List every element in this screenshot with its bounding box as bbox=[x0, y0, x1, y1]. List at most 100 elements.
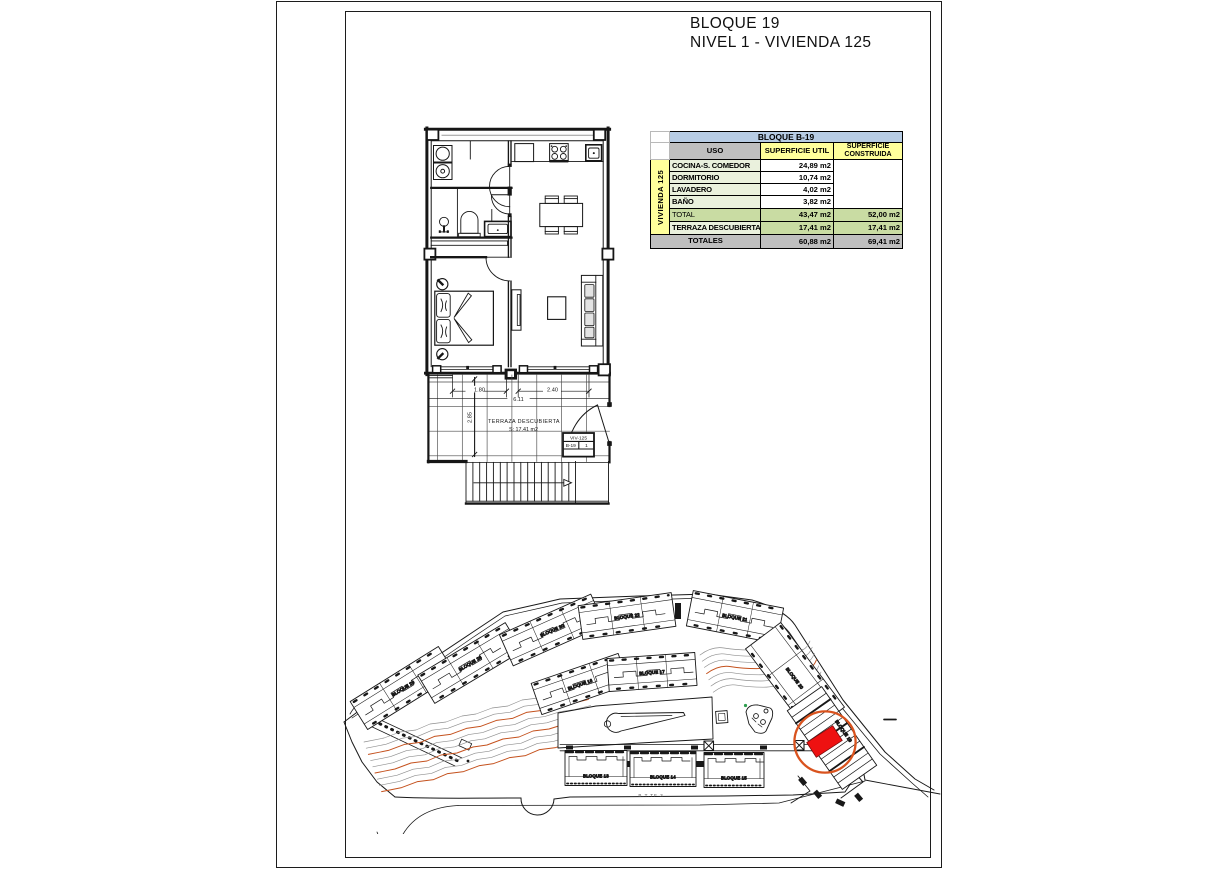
dining-set bbox=[539, 195, 584, 235]
site-block: BLOQUE 14 bbox=[629, 751, 697, 787]
footer-label: TOTALES bbox=[650, 233, 761, 249]
kitchen-fixtures bbox=[511, 143, 604, 163]
row-util-0: 24,89 m2 bbox=[760, 158, 834, 173]
site-block: BLOQUE 13 bbox=[564, 750, 628, 786]
dim-right: 2.40 bbox=[547, 388, 558, 394]
terrace-name: TERRAZA DESCUBIERTA bbox=[488, 419, 560, 425]
stair-arrow bbox=[473, 478, 573, 487]
pool bbox=[605, 712, 686, 733]
title-line-2: NIVEL 1 - VIVIENDA 125 bbox=[690, 33, 872, 51]
door-swings bbox=[485, 165, 511, 282]
row-uso-5: TERRAZA DESCUBIERTA bbox=[669, 220, 761, 235]
tv-unit bbox=[511, 289, 522, 331]
unit-highlight bbox=[793, 710, 857, 774]
interior-walls bbox=[507, 140, 512, 368]
areas-table: BLOQUE B-19 USO SUPERFICIE UTIL SUPERFIC… bbox=[650, 131, 904, 249]
row-uso-4: TOTAL bbox=[669, 207, 761, 222]
site-block: BLOQUE 16 bbox=[530, 652, 630, 716]
bedside-lamps bbox=[436, 278, 449, 361]
bedroom-furniture bbox=[434, 278, 494, 361]
col-header-util: SUPERFICIE UTIL bbox=[760, 142, 834, 160]
closet-shelf bbox=[430, 240, 508, 246]
footer-construida: 69,41 m2 bbox=[832, 233, 904, 249]
terrace-tiles bbox=[428, 374, 610, 462]
row-util-3: 3,82 m2 bbox=[760, 195, 834, 209]
table-title: BLOQUE B-19 bbox=[668, 131, 904, 143]
row-uso-1: DORMITORIO bbox=[669, 171, 761, 185]
floor-plan: 1.80 2.40 6.11 2.85 TERRAZA DESCUBIERTA … bbox=[423, 126, 615, 505]
table-corner-cell bbox=[650, 131, 670, 143]
site-block: BLOQUE 15 bbox=[703, 752, 765, 788]
row-constr-5: 17,41 m2 bbox=[832, 220, 904, 235]
table-corner-cell2 bbox=[650, 142, 670, 160]
site-block-label: BLOQUE 13 bbox=[583, 774, 609, 779]
bathroom-fixtures bbox=[438, 188, 512, 238]
bed bbox=[434, 290, 494, 346]
toilet bbox=[460, 210, 479, 234]
window-glazing bbox=[440, 365, 590, 370]
site-block: BLOQUE 21 bbox=[685, 590, 785, 644]
unit-tag: VIV-125 B-19 1 bbox=[562, 432, 595, 458]
unit-tag-right: 1 bbox=[585, 443, 588, 449]
dimensions bbox=[429, 374, 609, 458]
row-constr-4: 52,00 m2 bbox=[832, 207, 904, 222]
row-uso-0: COCINA-S. COMEDOR bbox=[669, 158, 761, 173]
dim-left: 1.80 bbox=[474, 388, 485, 394]
playground bbox=[743, 703, 774, 734]
site-block: BLOQUE 28 bbox=[417, 622, 523, 704]
sheet-title: BLOQUE 19 NIVEL 1 - VIVIENDA 125 bbox=[690, 15, 871, 52]
pillows bbox=[436, 293, 451, 344]
sheet-fold bbox=[453, 292, 473, 344]
site-block-label: BLOQUE 22 bbox=[614, 612, 641, 621]
row-util-2: 4,02 m2 bbox=[760, 183, 834, 197]
stairs bbox=[464, 461, 610, 505]
chairs bbox=[544, 195, 578, 235]
row-uso-2: LAVADERO bbox=[669, 183, 761, 197]
center-pier bbox=[504, 368, 517, 380]
site-block-label: BLOQUE 21 bbox=[722, 613, 749, 623]
coffee-table bbox=[547, 296, 567, 320]
green-dot bbox=[743, 703, 748, 708]
dim-side: 2.85 bbox=[468, 412, 474, 423]
row-util-1: 10,74 m2 bbox=[760, 171, 834, 185]
bathroom-walls bbox=[430, 186, 513, 259]
site-block: BLOQUE 17 bbox=[606, 652, 698, 692]
planter bbox=[715, 710, 729, 724]
dim-total: 6.11 bbox=[513, 397, 523, 403]
row-util-4: 43,47 m2 bbox=[760, 207, 834, 222]
highlighted-unit bbox=[806, 725, 843, 758]
footer-util: 60,88 m2 bbox=[760, 233, 834, 249]
terrace-area: S: 17.41 m2 bbox=[509, 427, 538, 433]
col-header-construida: SUPERFICIE CONSTRUIDA bbox=[832, 142, 904, 160]
site-block-label: BLOQUE 14 bbox=[650, 775, 676, 780]
row-util-5: 17,41 m2 bbox=[760, 220, 834, 235]
pillars bbox=[423, 128, 615, 377]
kitchen-sink bbox=[514, 143, 535, 163]
basin bbox=[439, 216, 449, 227]
wall-pier bbox=[491, 186, 512, 196]
site-block-label: BLOQUE 17 bbox=[639, 669, 665, 676]
highlight-circle bbox=[793, 710, 857, 774]
unit-tag-title: VIV-125 bbox=[570, 435, 587, 441]
row-uso-3: BAÑO bbox=[669, 195, 761, 209]
vanity bbox=[483, 220, 512, 238]
unit-tag-left: B-19 bbox=[566, 443, 576, 449]
title-line-1: BLOQUE 19 bbox=[690, 15, 780, 32]
group-label-cell: VIVIENDA 125 bbox=[650, 158, 670, 235]
sofa bbox=[580, 274, 604, 347]
living-furniture bbox=[511, 274, 604, 347]
construida-empty-cell bbox=[832, 158, 904, 209]
site-block-label: BLOQUE 15 bbox=[721, 776, 747, 781]
site-block: BLOQUE 22 bbox=[577, 592, 677, 640]
stair-treads bbox=[472, 461, 570, 502]
service-boxes bbox=[703, 739, 805, 752]
street-label: B.T.TF 3 bbox=[638, 793, 663, 798]
laundry-fixtures bbox=[433, 140, 471, 180]
pool-deck bbox=[557, 696, 729, 749]
sill-lines bbox=[428, 375, 453, 379]
terrace bbox=[426, 373, 612, 505]
appliance bbox=[584, 144, 603, 162]
col-header-uso: USO bbox=[669, 142, 761, 160]
